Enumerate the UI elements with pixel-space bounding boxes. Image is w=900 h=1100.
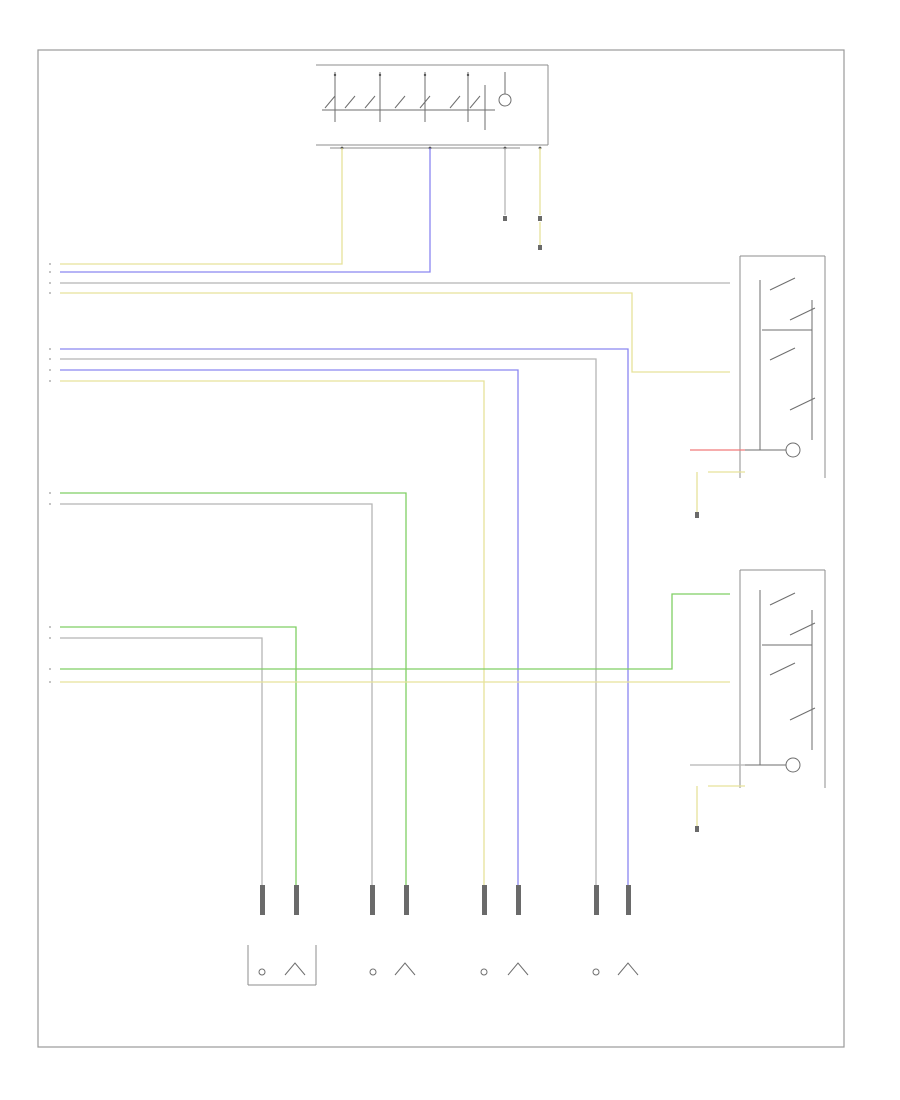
right-rear-window-switch <box>690 569 826 832</box>
lower-wire-harness-a <box>60 492 407 885</box>
middle-wire-harness <box>60 348 629 885</box>
motor-3 <box>480 885 529 976</box>
driver-switch-grounds <box>503 216 542 250</box>
motor-1 <box>247 885 317 986</box>
diagram-frame <box>37 49 845 1048</box>
top-wire-harness <box>60 148 730 373</box>
motor-2 <box>369 885 416 976</box>
left-rear-window-switch <box>690 255 826 518</box>
motor-4 <box>592 885 639 976</box>
driver-window-switch <box>316 64 549 150</box>
left-pin-markers <box>49 263 51 683</box>
lower-wire-harness-b <box>60 593 730 885</box>
